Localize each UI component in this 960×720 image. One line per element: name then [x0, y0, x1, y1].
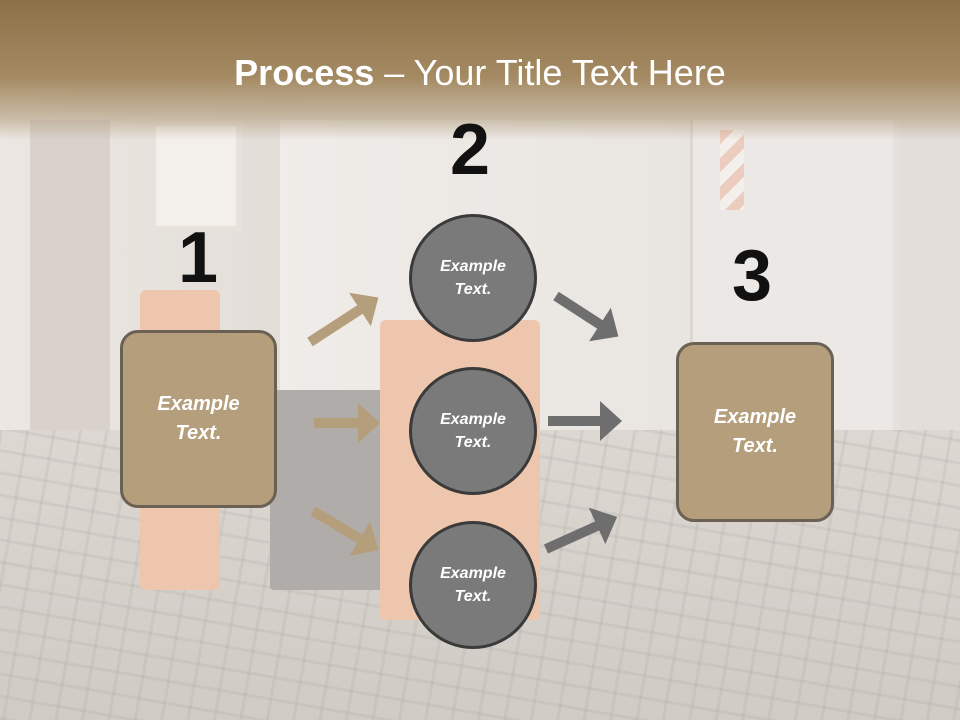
right-text-box: Example Text.	[676, 342, 834, 522]
title-rest: – Your Title Text Here	[374, 52, 726, 93]
step-number-3: 3	[732, 236, 773, 316]
title-bold: Process	[234, 52, 375, 93]
header-band	[0, 0, 960, 140]
slide-title: Process – Your Title Text Here	[0, 52, 960, 94]
circle-middle-label: Example Text.	[440, 411, 506, 451]
step-number-2: 2	[450, 110, 491, 190]
left-text-box: Example Text.	[120, 330, 277, 508]
circle-bottom: Example Text.	[409, 521, 537, 649]
circle-top: Example Text.	[409, 214, 537, 342]
circle-middle: Example Text.	[409, 367, 537, 495]
circle-top-label: Example Text.	[440, 258, 506, 298]
arrow-bottom-to-right	[543, 507, 618, 554]
left-box-label: Example Text.	[157, 393, 240, 444]
arrow-left-to-bottom	[310, 506, 379, 557]
right-box-label: Example Text.	[713, 406, 797, 457]
arrow-top-to-right	[553, 291, 619, 342]
step-number-1: 1	[178, 218, 219, 298]
circle-bottom-label: Example Text.	[440, 565, 506, 605]
arrow-left-to-top	[307, 292, 379, 347]
